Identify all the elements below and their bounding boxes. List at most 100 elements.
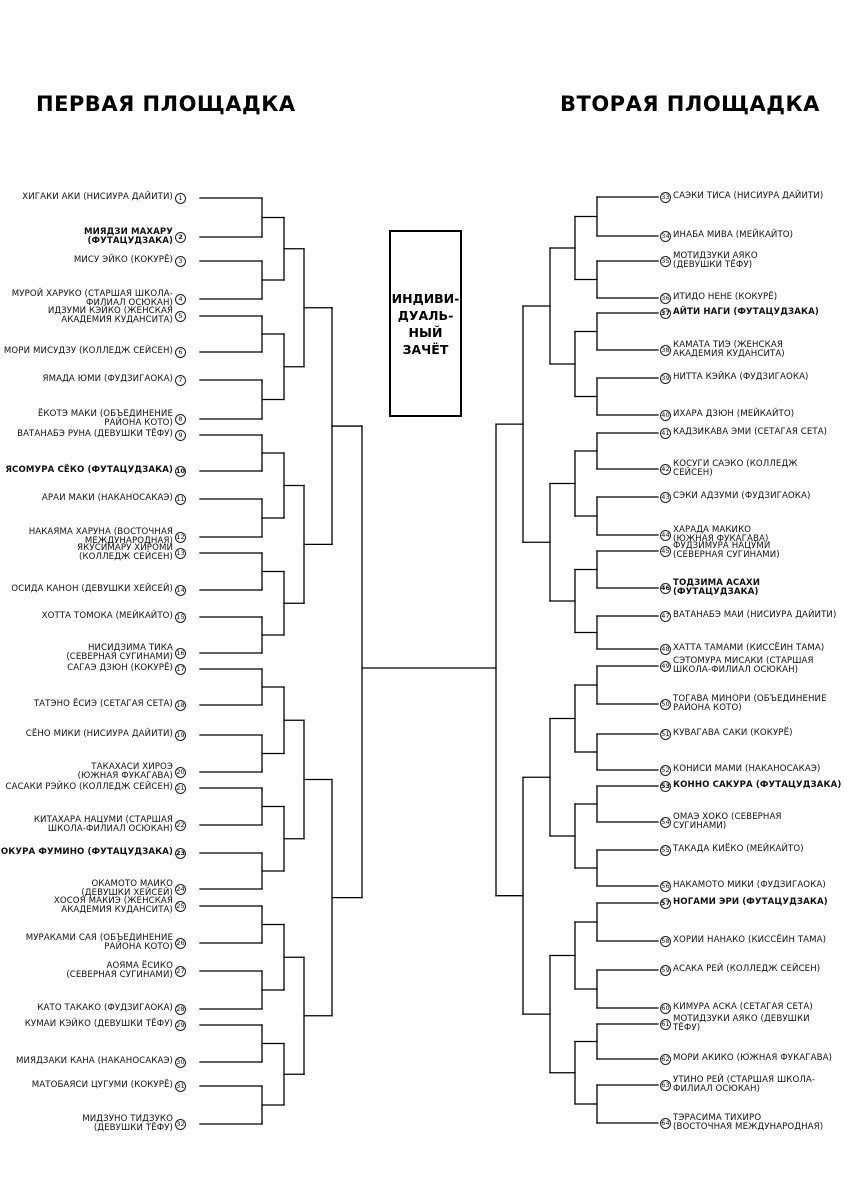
player-label: ОКУРА ФУМИНО (ФУТАЦУДЗАКА)	[0, 847, 173, 858]
player-label: МОТИДЗУКИ АЯКО (ДЕВУШКИ ТЁФУ)	[673, 1013, 810, 1033]
bracket-entry: ОКУРА ФУМИНО (ФУТАЦУДЗАКА)23	[0, 847, 186, 859]
seed-number: 13	[175, 547, 186, 559]
bracket-entry: САГАЭ ДЗЮН (КОКУРЁ)17	[67, 663, 186, 675]
bracket-entry: МИЯДЗАКИ КАНА (НАКАНОСАКАЭ)30	[15, 1056, 186, 1068]
player-label: МУРОЙ ХАРУКО (СТАРШАЯ ШКОЛА- ФИЛИАЛ ОСЮК…	[11, 288, 173, 308]
player-label: НИСИДЗИМА ТИКА (СЕВЕРНАЯ СУГИНАМИ)	[66, 642, 173, 662]
player-label: НИТТА КЭЙКА (ФУДЗИГАОКА)	[673, 372, 809, 383]
bracket-entry: МИДЗУНО ТИДЗУКО (ДЕВУШКИ ТЁФУ)32	[82, 1113, 186, 1134]
player-label: МОРИ МИСУДЗУ (КОЛЛЕДЖ СЕЙСЕН)	[3, 346, 173, 357]
seed-number: 61	[660, 1018, 671, 1030]
bracket-entry: НИСИДЗИМА ТИКА (СЕВЕРНАЯ СУГИНАМИ)16	[66, 642, 186, 663]
player-label: ХОСОЯ МАКИЭ (ЖЕНСКАЯ АКАДЕМИЯ КУДАНСИТА)	[53, 895, 173, 915]
player-label: МИЯДЗАКИ КАНА (НАКАНОСАКАЭ)	[15, 1056, 173, 1067]
player-label: ВАТАНАБЭ РУНА (ДЕВУШКИ ТЁФУ)	[17, 429, 173, 440]
seed-number: 6	[175, 346, 186, 358]
individual-event-box: ИНДИВИ- ДУАЛЬ- НЫЙ ЗАЧЁТ	[389, 230, 462, 417]
seed-number: 57	[660, 897, 671, 909]
seed-number: 45	[660, 545, 671, 557]
bracket-entry: МОРИ МИСУДЗУ (КОЛЛЕДЖ СЕЙСЕН)6	[3, 346, 186, 358]
bracket-entry: НАКАЯМА ХАРУНА (ВОСТОЧНАЯ МЕЖДУНАРОДНАЯ)…	[29, 527, 186, 547]
seed-number: 41	[660, 427, 671, 439]
player-label: ТАТЭНО ЁСИЭ (СЕТАГАЯ СЕТА)	[33, 699, 173, 710]
bracket-entry: МИЯДЗИ МАХАРУ (ФУТАЦУДЗАКА)2	[0, 226, 186, 247]
seed-number: 43	[660, 491, 671, 503]
seed-number: 40	[660, 409, 671, 421]
player-label: ХИГАКИ АКИ (НИСИУРА ДАЙИТИ)	[22, 192, 173, 203]
player-label: МИДЗУНО ТИДЗУКО (ДЕВУШКИ ТЁФУ)	[82, 1113, 173, 1133]
player-label: ЯСОМУРА СЁКО (ФУТАЦУДЗАКА)	[5, 465, 173, 476]
seed-number: 52	[660, 764, 671, 776]
seed-number: 28	[175, 1003, 186, 1015]
bracket-entry: ВАТАНАБЭ РУНА (ДЕВУШКИ ТЁФУ)9	[17, 429, 186, 441]
player-label: МОТИДЗУКИ АЯКО (ДЕВУШКИ ТЁФУ)	[673, 250, 758, 270]
seed-number: 35	[660, 255, 671, 267]
seed-number: 32	[175, 1118, 186, 1130]
bracket-entry: ОКАМОТО МАИКО (ДЕВУШКИ ХЕЙСЕЙ)24	[81, 878, 186, 899]
player-label: ОКАМОТО МАИКО (ДЕВУШКИ ХЕЙСЕЙ)	[81, 878, 173, 898]
player-label: САЭКИ ТИСА (НИСИУРА ДАЙИТИ)	[673, 191, 824, 202]
player-label: МИЯДЗИ МАХАРУ (ФУТАЦУДЗАКА)	[83, 226, 173, 246]
player-label: МУРАКАМИ САЯ (ОБЪЕДИНЕНИЕ РАЙОНА КОТО)	[25, 932, 173, 952]
bracket-entry: ЁКОТЭ МАКИ (ОБЪЕДИНЕНИЕ РАЙОНА КОТО)8	[38, 409, 186, 429]
bracket-entry: МИСУ ЭЙКО (КОКУРЁ)3	[74, 255, 186, 267]
left-court-title: ПЕРВАЯ ПЛОЩАДКА	[36, 92, 296, 116]
seed-number: 27	[175, 965, 186, 977]
player-label: НАКАМОТО МИКИ (ФУДЗИГАОКА)	[673, 880, 826, 891]
player-label: ТЭРАСИМА ТИХИРО (ВОСТОЧНАЯ МЕЖДУНАРОДНАЯ…	[673, 1112, 824, 1132]
player-label: ИНАБА МИВА (МЕЙКАЙТО)	[673, 230, 794, 241]
bracket-entry: СЁНО МИКИ (НИСИУРА ДАЙИТИ)19	[26, 729, 186, 741]
seed-number: 33	[660, 191, 671, 203]
seed-number: 42	[660, 463, 671, 475]
bracket-entry: МАТОБАЯСИ ЦУГУМИ (КОКУРЁ)31	[32, 1080, 186, 1092]
player-label: СЭТОМУРА МИСАКИ (СТАРШАЯ ШКОЛА-ФИЛИАЛ ОС…	[673, 655, 814, 675]
player-label: ХОТТА ТОМОКА (МЕЙКАЙТО)	[41, 611, 173, 622]
player-label: КУМАИ КЭЙКО (ДЕВУШКИ ТЁФУ)	[24, 1019, 173, 1030]
player-label: КАТО ТАКАКО (ФУДЗИГАОКА)	[37, 1003, 173, 1014]
seed-number: 16	[175, 647, 186, 659]
bracket-entry: АОЯМА ЁСИКО (СЕВЕРНАЯ СУГИНАМИ)27	[66, 961, 186, 981]
seed-number: 15	[175, 611, 186, 623]
bracket-entry: КУМАИ КЭЙКО (ДЕВУШКИ ТЁФУ)29	[24, 1019, 186, 1031]
seed-number: 49	[660, 660, 671, 672]
seed-number: 21	[175, 782, 186, 794]
player-label: КИТАХАРА НАЦУМИ (СТАРШАЯ ШКОЛА-ФИЛИАЛ ОС…	[33, 814, 173, 834]
bracket-entry: ЯКУСИМАРУ ХИРОМИ (КОЛЛЕДЖ СЕЙСЕН)13	[77, 542, 186, 563]
bracket-entry: КАТО ТАКАКО (ФУДЗИГАОКА)28	[37, 1003, 186, 1015]
player-label: ТАКАДА КИЁКО (МЕЙКАЙТО)	[673, 844, 804, 855]
seed-number: 17	[175, 663, 186, 675]
player-label: САГАЭ ДЗЮН (КОКУРЁ)	[67, 663, 173, 674]
seed-number: 1	[175, 192, 186, 204]
player-label: ЯМАДА ЮМИ (ФУДЗИГАОКА)	[42, 374, 173, 385]
seed-number: 37	[660, 307, 671, 319]
player-label: КОННО САКУРА (ФУТАЦУДЗАКА)	[673, 780, 842, 791]
seed-number: 46	[660, 582, 671, 594]
seed-number: 48	[660, 643, 671, 655]
seed-number: 4	[175, 293, 186, 305]
seed-number: 62	[660, 1053, 671, 1065]
player-label: ОМАЭ ХОКО (СЕВЕРНАЯ СУГИНАМИ)	[673, 811, 782, 831]
bracket-entry: МУРОЙ ХАРУКО (СТАРШАЯ ШКОЛА- ФИЛИАЛ ОСЮК…	[11, 288, 186, 309]
player-label: ЯКУСИМАРУ ХИРОМИ (КОЛЛЕДЖ СЕЙСЕН)	[77, 542, 173, 562]
seed-number: 23	[175, 847, 186, 859]
bracket-entry: ХОСОЯ МАКИЭ (ЖЕНСКАЯ АКАДЕМИЯ КУДАНСИТА)…	[53, 895, 186, 916]
seed-number: 60	[660, 1002, 671, 1014]
seed-number: 7	[175, 374, 186, 386]
